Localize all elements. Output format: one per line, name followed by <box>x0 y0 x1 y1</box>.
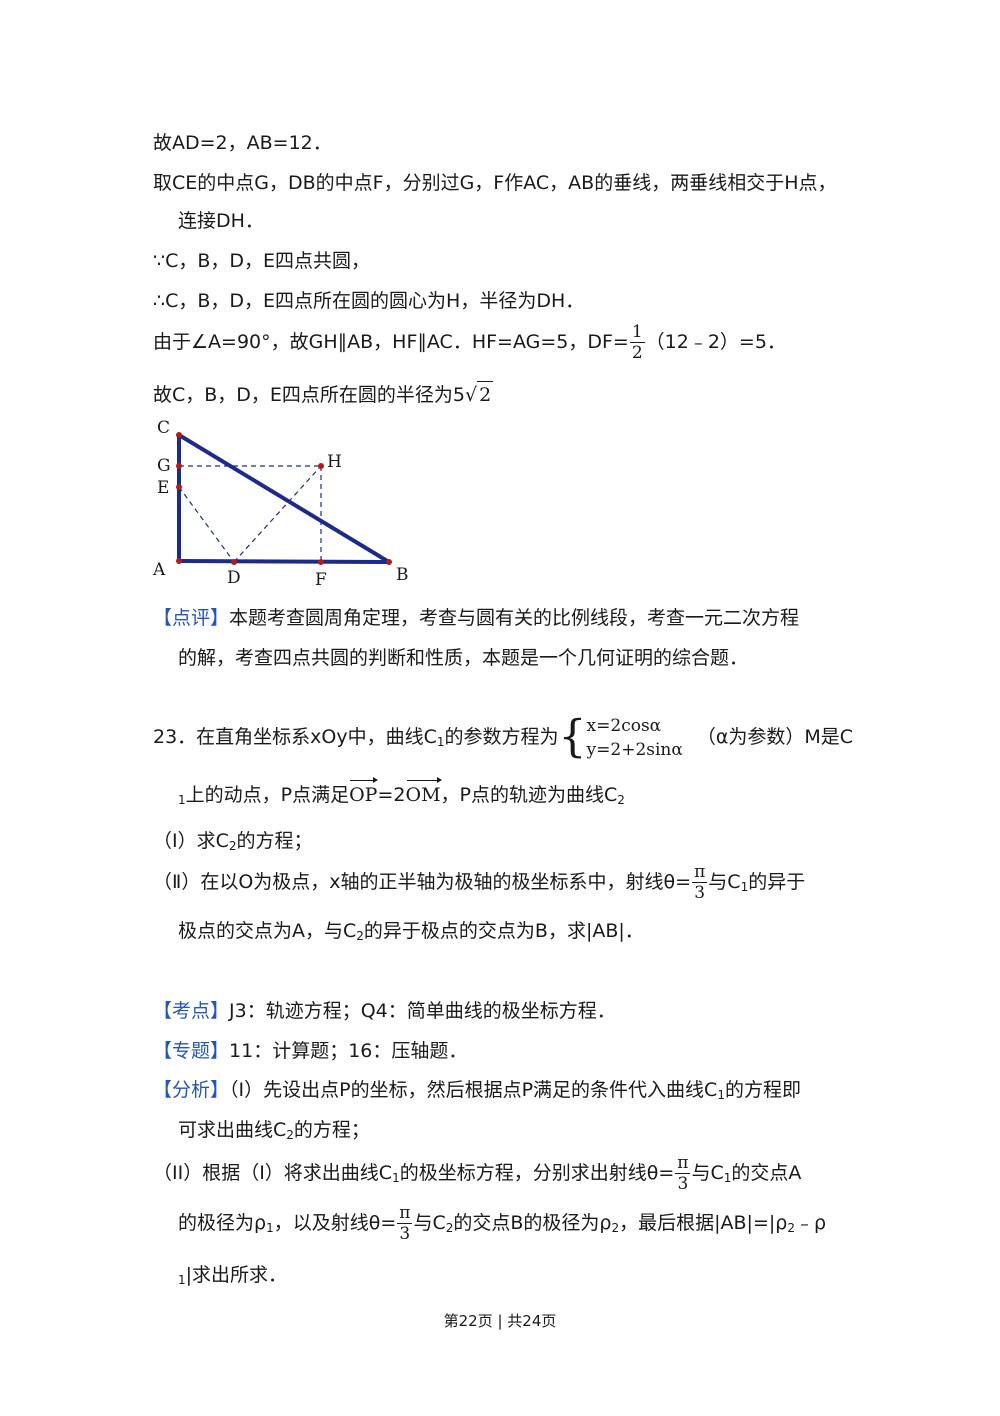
point-f <box>318 559 324 565</box>
text-line: 取CE的中点G，DB的中点F，分别过G，F作AC，AB的垂线，两垂线相交于H点， <box>153 172 837 194</box>
vector-op: OP <box>349 777 379 806</box>
label-h: H <box>327 452 342 472</box>
point-g <box>176 463 182 469</box>
label-g: G <box>157 456 171 476</box>
point-c <box>176 432 182 438</box>
fenxi-line: 可求出曲线C2的方程； <box>178 1119 370 1142</box>
point-b <box>386 559 392 565</box>
line-dh <box>233 465 322 563</box>
side-cb <box>177 433 391 564</box>
problem-line: 极点的交点为A，与C2的异于极点的交点为B，求|AB|． <box>178 920 644 943</box>
point-e <box>176 484 182 490</box>
text-line: 连接DH． <box>178 210 264 232</box>
zhuanti-line: 【专题】11：计算题；16：压轴题． <box>153 1040 468 1062</box>
text-line: 故AD=2，AB=12． <box>153 132 332 154</box>
review-line: 的解，考查四点共圆的判断和性质，本题是一个几何证明的综合题． <box>178 647 749 669</box>
label-a: A <box>152 560 166 580</box>
label-c: C <box>157 418 170 438</box>
point-h <box>318 463 324 469</box>
line-ed <box>178 486 235 563</box>
kaodian-line: 【考点】J3：轨迹方程；Q4：简单曲线的极坐标方程． <box>153 1000 616 1022</box>
fenxi-line: 【分析】（I）先设出点P的坐标，然后根据点P满足的条件代入曲线C1的方程即 <box>153 1079 801 1102</box>
text-line: 故C，B，D，E四点所在圆的半径为5√2 <box>153 381 494 408</box>
text-line: ∴C，B，D，E四点所在圆的圆心为H，半径为DH． <box>153 290 585 312</box>
vector-om: OM <box>405 777 442 806</box>
label-b: B <box>396 565 409 585</box>
fenxi-line: 1|求出所求． <box>178 1264 288 1287</box>
review-line: 【点评】本题考查圆周角定理，考查与圆有关的比例线段，考查一元二次方程 <box>153 607 800 629</box>
point-d <box>231 559 237 565</box>
left-brace: { <box>558 711 587 763</box>
side-ab <box>178 559 390 564</box>
geometry-figure: C G E A D F B H <box>152 418 409 590</box>
label-e: E <box>157 478 169 498</box>
label-d: D <box>227 568 241 588</box>
page-footer: 第22页 | 共24页 <box>443 1312 557 1330</box>
sqrt-radicand: 2 <box>477 381 494 408</box>
problem-line: 1上的动点，P点满足OP=2OM，P点的轨迹为曲线C2 <box>178 777 625 807</box>
point-a <box>176 558 182 564</box>
text-line: ∵C，B，D，E四点共圆， <box>153 250 371 272</box>
label-f: F <box>315 570 327 590</box>
problem-line: （Ⅰ）求C2的方程； <box>153 830 313 853</box>
